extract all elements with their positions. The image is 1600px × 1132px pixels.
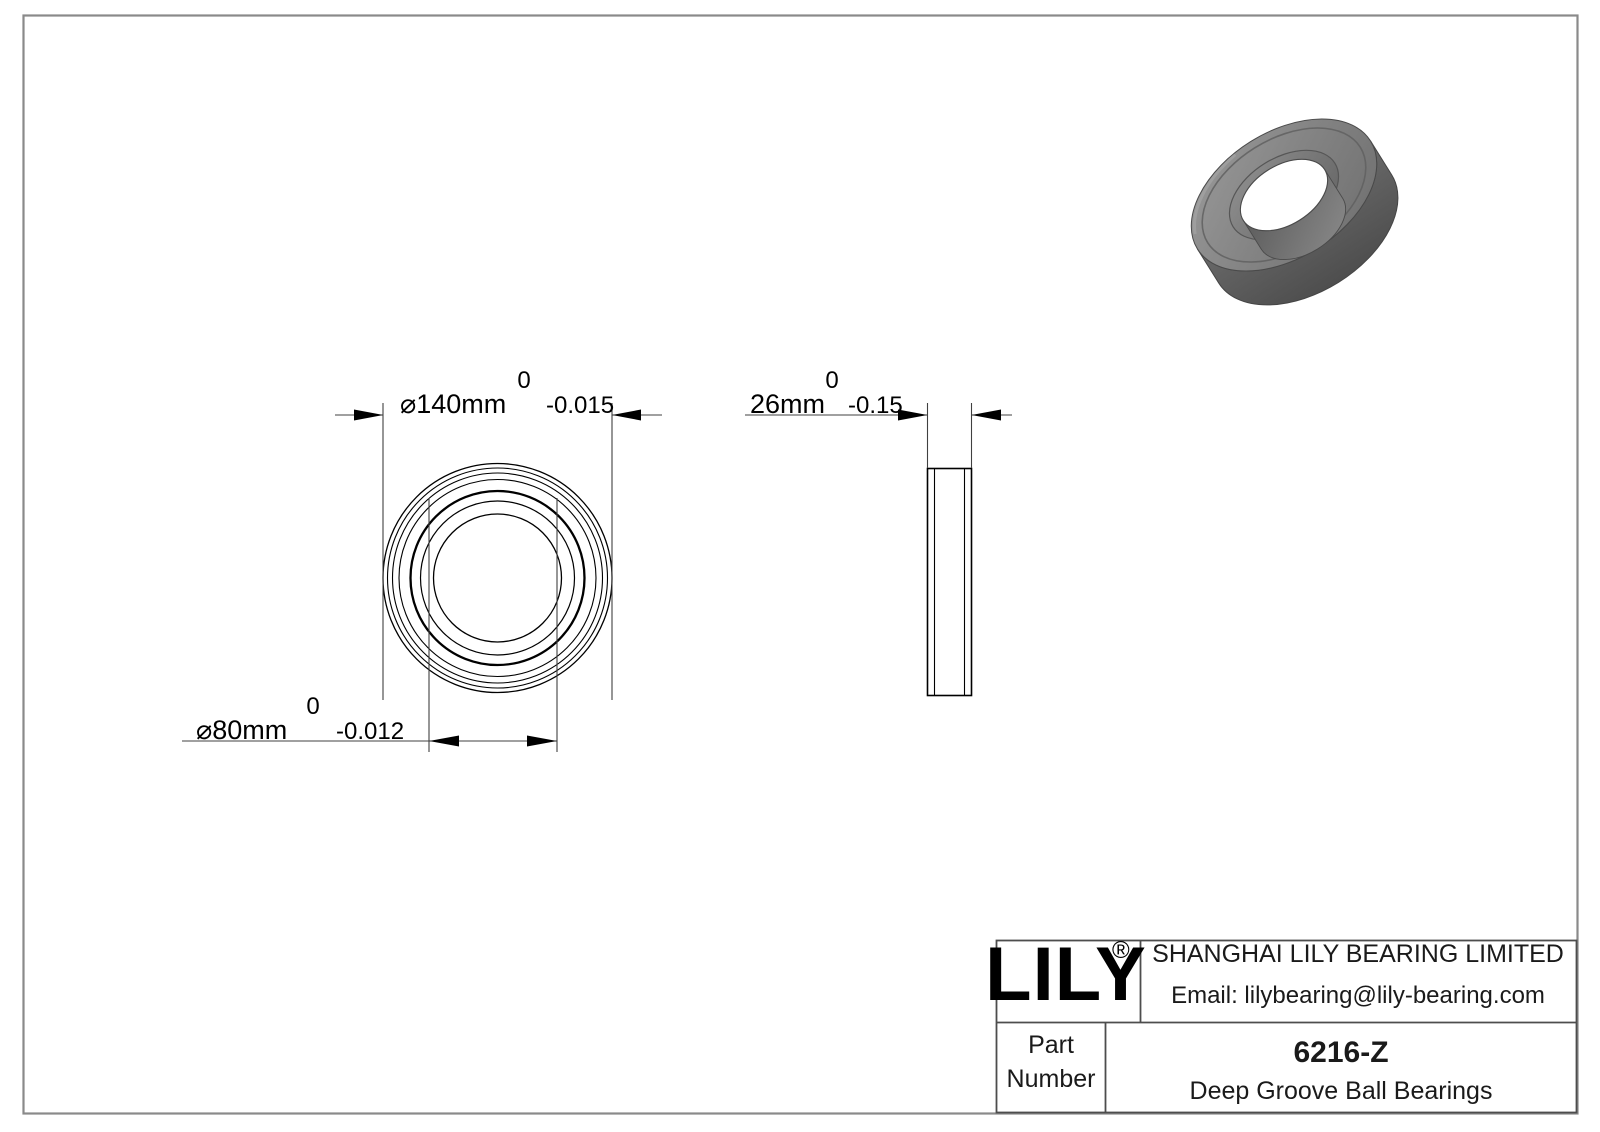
part-description: Deep Groove Ball Bearings	[1190, 1077, 1493, 1105]
isometric-3d-view	[1190, 118, 1399, 306]
dim-width-label: 26mm	[750, 389, 825, 419]
part-number-label-line1: Part	[1028, 1031, 1074, 1059]
dim-bore-tol-lower: -0.012	[336, 718, 404, 745]
dim-outer-tol-lower: -0.015	[546, 392, 614, 419]
dim-outer-tol-upper: 0	[517, 367, 530, 394]
title-block: LILY ® SHANGHAI LILY BEARING LIMITED Ema…	[985, 932, 1578, 1114]
side-section-view	[926, 467, 973, 697]
dimension-width: 0 26mm -0.15	[745, 367, 1012, 468]
dim-width-tol-upper: 0	[825, 367, 838, 394]
dimension-outer-diameter: 0 ⌀140mm -0.015	[335, 367, 662, 700]
dimension-bore-diameter: 0 ⌀80mm -0.012	[182, 498, 558, 752]
part-number-label-line2: Number	[1007, 1065, 1096, 1093]
lily-logo: LILY	[985, 932, 1147, 1017]
company-name: SHANGHAI LILY BEARING LIMITED	[1152, 940, 1564, 968]
sheet-frame	[22, 14, 1579, 1115]
dim-outer-label: ⌀140mm	[400, 389, 506, 419]
part-number-value: 6216-Z	[1293, 1036, 1388, 1069]
company-email: Email: lilybearing@lily-bearing.com	[1171, 982, 1545, 1009]
dim-width-tol-lower: -0.15	[848, 392, 903, 419]
dim-bore-label: ⌀80mm	[196, 715, 287, 745]
dim-bore-tol-upper: 0	[306, 693, 319, 720]
registered-mark-icon: ®	[1112, 937, 1130, 964]
front-circular-view	[382, 462, 613, 694]
